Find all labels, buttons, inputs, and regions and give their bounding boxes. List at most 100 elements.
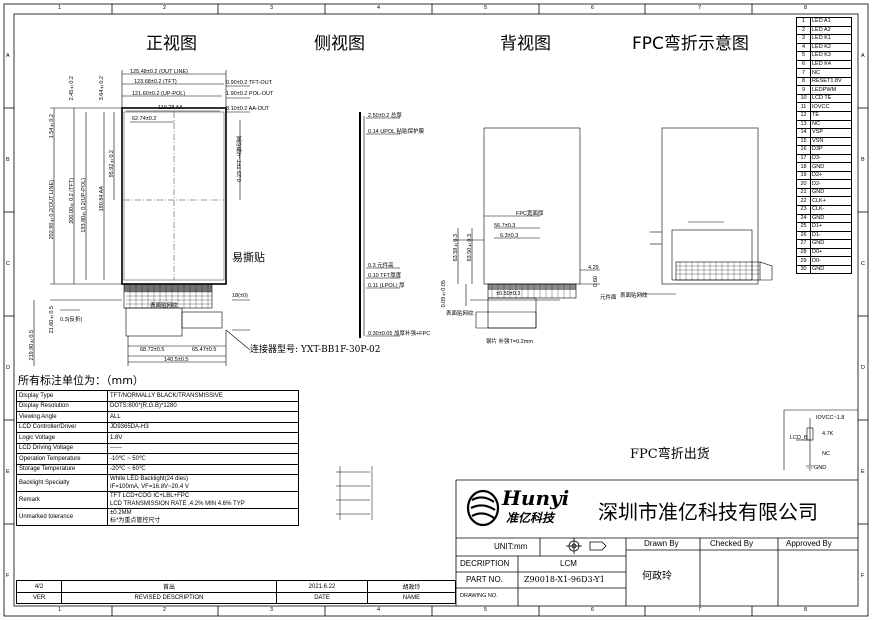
drawn-by-name: 何政玲 bbox=[642, 571, 672, 582]
spec-key: Backlight Specialty bbox=[16, 474, 108, 492]
pin-signal: NC bbox=[810, 119, 852, 130]
pin-number: 15 bbox=[796, 136, 811, 147]
spec-key: Display Type bbox=[16, 390, 108, 402]
grid-row-c-right: C bbox=[861, 261, 865, 267]
spec-key: Operation Temperature bbox=[16, 453, 108, 465]
pin-signal: LED A1 bbox=[810, 17, 852, 27]
pin-number: 10 bbox=[796, 93, 811, 104]
rev-header-ver: VER bbox=[16, 592, 62, 604]
spec-key: LCD Driving Voltage bbox=[16, 442, 108, 454]
grid-row-a: A bbox=[6, 53, 10, 59]
grid-row-d: D bbox=[6, 365, 10, 371]
grid-col-7-bottom: 7 bbox=[698, 607, 702, 613]
rev-name: 胡政玲 bbox=[367, 580, 456, 593]
front-dim-pol-w: 121.60±0.2 (UP-POL) bbox=[132, 91, 186, 97]
pin-number: 27 bbox=[796, 239, 811, 249]
pin-signal: GND bbox=[810, 239, 852, 249]
front-dim-tft-h: 200.00±0.2 (TFT) bbox=[69, 178, 75, 224]
rev-header-name: NAME bbox=[367, 592, 456, 604]
pin-signal: LED K4 bbox=[810, 59, 852, 70]
grid-col-4: 4 bbox=[377, 5, 381, 11]
grid-row-e: E bbox=[6, 469, 10, 475]
part-number: Z90018-X1-96D3-Y1 bbox=[524, 575, 605, 584]
pin-number: 1 bbox=[796, 17, 811, 27]
grid-col-8-bottom: 8 bbox=[804, 607, 808, 613]
grid-col-6: 6 bbox=[591, 5, 595, 11]
grid-row-a-right: A bbox=[861, 53, 865, 59]
back-dim-d8: 4.29 bbox=[588, 265, 599, 271]
back-fpc-width: FPC宽面厚 bbox=[516, 211, 544, 217]
spec-row: Unmarked tolerance±0.2MM 标*为重点管控尺寸 bbox=[16, 508, 299, 526]
front-dim-pol-h: 193.80±0.2(UP-POL) bbox=[81, 178, 87, 233]
grid-row-e-right: E bbox=[861, 469, 865, 475]
grid-row-f: F bbox=[6, 573, 10, 579]
back-surface-label: 表面贴网纹 bbox=[446, 311, 474, 317]
spec-value: -10℃ ~ 50℃ bbox=[107, 453, 299, 465]
spec-value: TFT/NORMALLY BLACK/TRANSMISSIVE bbox=[107, 390, 299, 402]
pin-number: 6 bbox=[796, 59, 811, 70]
back-dim-d2: 56.7±0.3 bbox=[494, 223, 516, 229]
front-dim-outline-h: 202.90±0.2(OUT LINE) bbox=[49, 180, 55, 240]
front-dim-b4: 219.90±0.5 bbox=[29, 330, 35, 361]
spec-value: TFT LCD+COG IC+LBL+FPC LCD TRANSMISSION … bbox=[107, 491, 299, 509]
side-dim-upol: 0.14 UPOL 粘贴保护膜 bbox=[368, 129, 425, 135]
pin-number: 12 bbox=[796, 111, 811, 121]
spec-value: JD9365DA-H3 bbox=[107, 421, 299, 433]
revision-table: 4/2 首出 2021.6.22 胡政玲 VER REVISED DESCRIP… bbox=[16, 580, 456, 604]
pin-signal: LED A2 bbox=[810, 25, 852, 36]
spec-value: White LED Backlight(24 dies) IF=100mA, V… bbox=[107, 474, 299, 492]
side-dim-lpol: 0.11 (LPOL) 厚 bbox=[368, 283, 405, 289]
front-dim-b1: 68.72±0.5 bbox=[140, 347, 165, 353]
grid-row-c: C bbox=[6, 261, 10, 267]
front-dim-b6: 0.3(反折) bbox=[60, 317, 83, 323]
front-dim-aa-out: 3.10±0.2 AA-OUT bbox=[226, 106, 270, 112]
front-dim-aa-h: 190.84 AA bbox=[99, 186, 105, 212]
pin-number: 13 bbox=[796, 119, 811, 130]
pin-signal: CLK- bbox=[810, 205, 852, 215]
grid-row-d-right: D bbox=[861, 365, 865, 371]
pin-number: 30 bbox=[796, 264, 811, 275]
logo-english: Hunyi bbox=[502, 486, 570, 510]
logo-chinese: 准亿科技 bbox=[506, 511, 555, 525]
logo-mark-icon bbox=[466, 489, 500, 527]
front-dim-top-1: 1.54±0.2 bbox=[49, 114, 55, 139]
pin-number: 19 bbox=[796, 170, 811, 181]
rev-header-date: DATE bbox=[276, 592, 368, 604]
pin-signal: D1+ bbox=[810, 222, 852, 232]
pin-signal: GND bbox=[810, 264, 852, 275]
checked-by-label: Checked By bbox=[710, 539, 754, 548]
part-label: PART NO. bbox=[466, 575, 503, 584]
front-dim-pol-out: 1.90±0.2 POL-OUT bbox=[226, 91, 274, 97]
company-logo: Hunyi 准亿科技 bbox=[466, 486, 576, 532]
rev-desc: 首出 bbox=[61, 580, 277, 593]
grid-col-4-bottom: 4 bbox=[377, 607, 381, 613]
pin-signal: D3P bbox=[810, 145, 852, 155]
pin-signal: D1- bbox=[810, 230, 852, 241]
back-view-title: 背视图 bbox=[500, 34, 551, 54]
pin-signal: LCD TE bbox=[810, 93, 852, 104]
pin-number: 4 bbox=[796, 42, 811, 53]
fpc-view-title: FPC弯折示意图 bbox=[632, 34, 749, 54]
grid-col-1: 1 bbox=[58, 5, 62, 11]
circuit-gnd: GND bbox=[814, 465, 827, 471]
spec-value: ±0.2MM 标*为重点管控尺寸 bbox=[107, 508, 299, 526]
back-steel-label: 钢片 补强T=0.2mm bbox=[486, 339, 533, 345]
pin-signal: D3- bbox=[810, 153, 852, 164]
grid-row-b-right: B bbox=[861, 157, 865, 163]
pin-number: 22 bbox=[796, 196, 811, 207]
